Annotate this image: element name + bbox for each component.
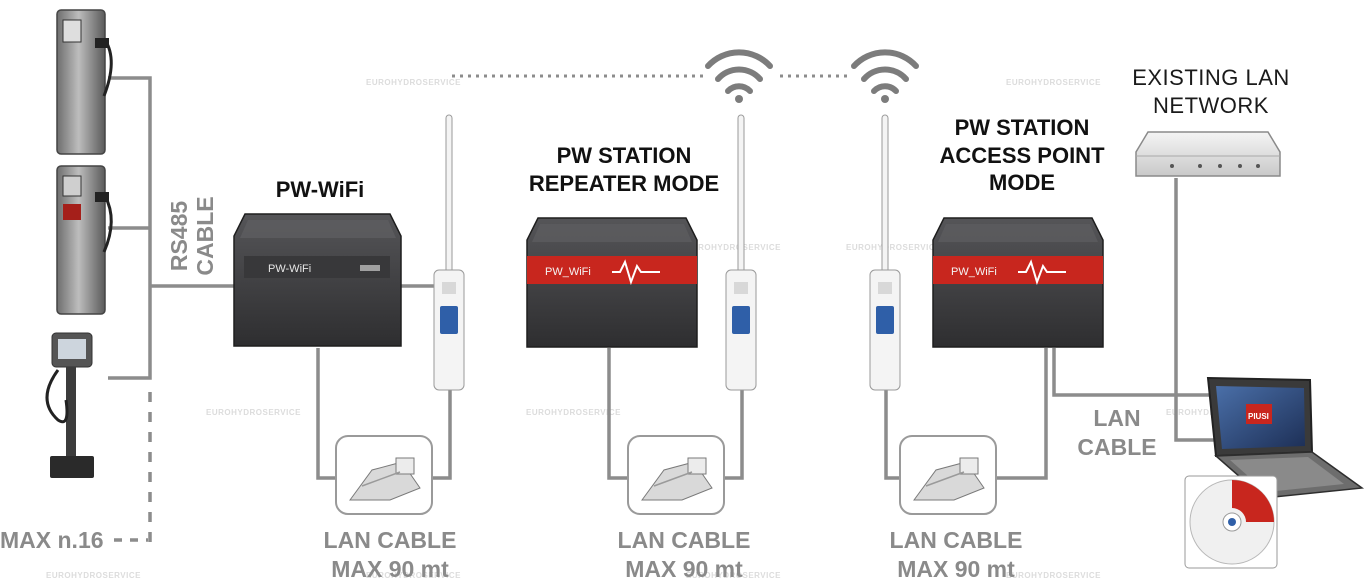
watermark: EUROHYDROSERVICE — [686, 243, 781, 252]
wifi-icon — [851, 49, 919, 103]
wifi-icon — [705, 49, 773, 103]
label-lan-cable-right: LAN CABLE — [1077, 405, 1157, 460]
label-access-point-mode: PW STATION ACCESS POINT MODE — [939, 115, 1105, 195]
watermark: EUROHYDROSERVICE — [1006, 78, 1101, 87]
lan-connector-icon — [335, 435, 433, 515]
fuel-pump-icon — [56, 9, 113, 155]
lan-connector-icon — [627, 435, 725, 515]
laptop-logo-text: PIUSI — [1248, 412, 1269, 421]
box1-brand-text: PW-WiFi — [268, 263, 311, 275]
pw-station-repeater-device: PW_WiFi — [526, 217, 698, 348]
label-lan-cable-1: LAN CABLE MAX 90 mt — [323, 527, 457, 582]
fuel-pump-icon — [45, 332, 94, 478]
pw-station-access-point-device: PW_WiFi — [932, 217, 1104, 348]
watermark: EUROHYDROSERVICE — [366, 571, 461, 580]
label-repeater-mode: PW STATION REPEATER MODE — [528, 143, 720, 196]
antenna-icon — [433, 114, 465, 391]
watermark: EUROHYDROSERVICE — [846, 243, 941, 252]
label-max-units: MAX n.16 — [0, 527, 104, 553]
pw-wifi-device: PW-WiFi — [233, 213, 402, 347]
box2-brand-text: PW_WiFi — [545, 266, 591, 278]
label-rs485-cable: RS485 CABLE — [166, 196, 219, 276]
label-existing-lan-network: EXISTING LAN NETWORK — [1132, 65, 1290, 118]
label-lan-cable-2: LAN CABLE MAX 90 mt — [617, 527, 751, 582]
fuel-pump-icon — [56, 165, 113, 315]
watermark: EUROHYDROSERVICE — [206, 408, 301, 417]
watermark: EUROHYDROSERVICE — [46, 571, 141, 580]
label-lan-cable-3: LAN CABLE MAX 90 mt — [889, 527, 1023, 582]
router-to-laptop-lan — [1174, 178, 1222, 442]
software-cd-icon — [1184, 475, 1278, 569]
box3-brand-text: PW_WiFi — [951, 266, 997, 278]
antenna-icon — [725, 114, 757, 391]
laptop-icon: PIUSI — [1206, 376, 1365, 499]
ap-to-laptop-lan — [1052, 348, 1210, 397]
watermark: EUROHYDROSERVICE — [526, 408, 621, 417]
watermark: EUROHYDROSERVICE — [1006, 571, 1101, 580]
watermark: EUROHYDROSERVICE — [366, 78, 461, 87]
watermark: EUROHYDROSERVICE — [686, 571, 781, 580]
router-icon — [1135, 131, 1281, 177]
antenna-icon — [869, 114, 901, 391]
label-pw-wifi: PW-WiFi — [275, 177, 365, 202]
lan-connector-icon — [899, 435, 997, 515]
